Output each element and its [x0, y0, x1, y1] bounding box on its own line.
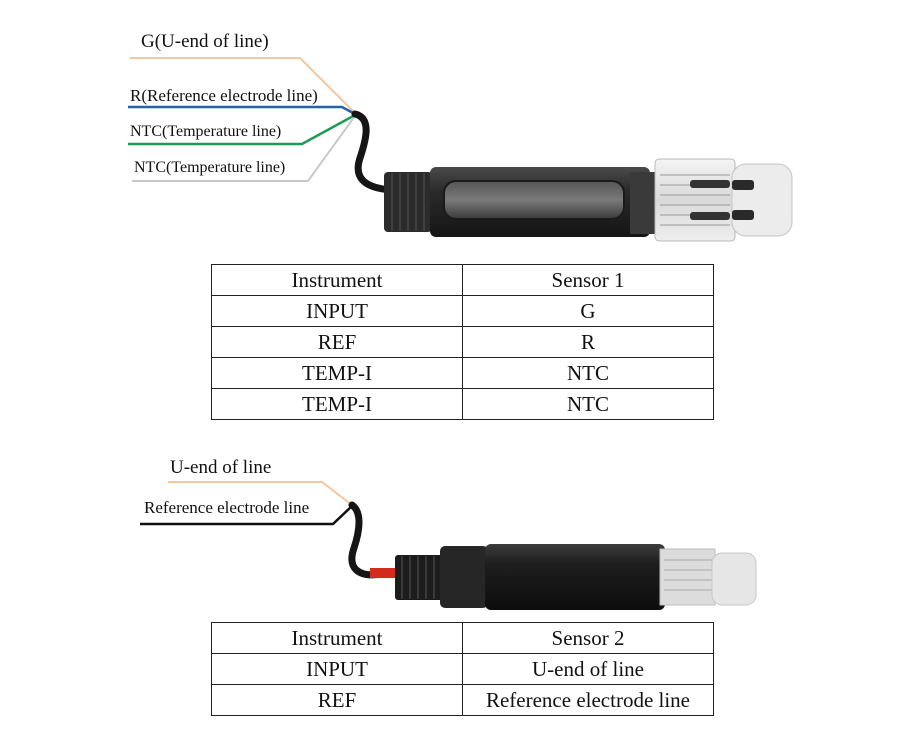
- wire-ntc2-leader: [132, 115, 356, 182]
- sensor1-probe: [384, 158, 793, 242]
- table-row: INPUT G: [211, 295, 714, 327]
- sensor1-wiring-table: Instrument Sensor 1 INPUT G REF R TEMP-I…: [211, 264, 714, 420]
- cell-instrument: REF: [211, 684, 463, 716]
- wire-ref-leader: [140, 505, 353, 526]
- cell-instrument: REF: [211, 326, 463, 358]
- cell-sensor: NTC: [462, 388, 714, 420]
- wire-label-g: G(U-end of line): [141, 31, 269, 52]
- sensor2-wiring-table: Instrument Sensor 2 INPUT U-end of line …: [211, 622, 714, 716]
- table-header-row: Instrument Sensor 2: [211, 622, 714, 654]
- header-sensor: Sensor 1: [462, 264, 714, 296]
- sensor2-cable: [348, 501, 386, 579]
- wire-label-r: R(Reference electrode line): [130, 86, 318, 105]
- cell-instrument: INPUT: [211, 295, 463, 327]
- cell-sensor: G: [462, 295, 714, 327]
- cell-sensor: R: [462, 326, 714, 358]
- cell-instrument: TEMP-I: [211, 357, 463, 389]
- wire-g-leader: [130, 57, 356, 114]
- table-row: REF R: [211, 326, 714, 358]
- wire-label-reference: Reference electrode line: [144, 498, 310, 517]
- cell-sensor: NTC: [462, 357, 714, 389]
- sensor2-probe: [370, 544, 757, 610]
- wire-r-leader: [128, 105, 356, 116]
- wire-ntc1-leader: [128, 113, 356, 146]
- wire-u-end-leader: [168, 481, 353, 506]
- table-row: TEMP-I NTC: [211, 357, 714, 389]
- header-instrument: Instrument: [211, 264, 463, 296]
- cell-instrument: INPUT: [211, 653, 463, 685]
- sensor1-cable: [351, 110, 396, 194]
- table-row: TEMP-I NTC: [211, 388, 714, 420]
- header-sensor: Sensor 2: [462, 622, 714, 654]
- table-row: REF Reference electrode line: [211, 684, 714, 716]
- cell-instrument: TEMP-I: [211, 388, 463, 420]
- wire-label-ntc-1: NTC(Temperature line): [130, 123, 282, 140]
- table-header-row: Instrument Sensor 1: [211, 264, 714, 296]
- header-instrument: Instrument: [211, 622, 463, 654]
- wire-label-ntc-2: NTC(Temperature line): [134, 159, 286, 176]
- cell-sensor: U-end of line: [462, 653, 714, 685]
- table-row: INPUT U-end of line: [211, 653, 714, 685]
- cell-sensor: Reference electrode line: [462, 684, 714, 716]
- sensor1-wire-leaders: [128, 57, 356, 182]
- sensor2-wire-leaders: [140, 481, 353, 526]
- wire-label-u-end: U-end of line: [170, 457, 272, 478]
